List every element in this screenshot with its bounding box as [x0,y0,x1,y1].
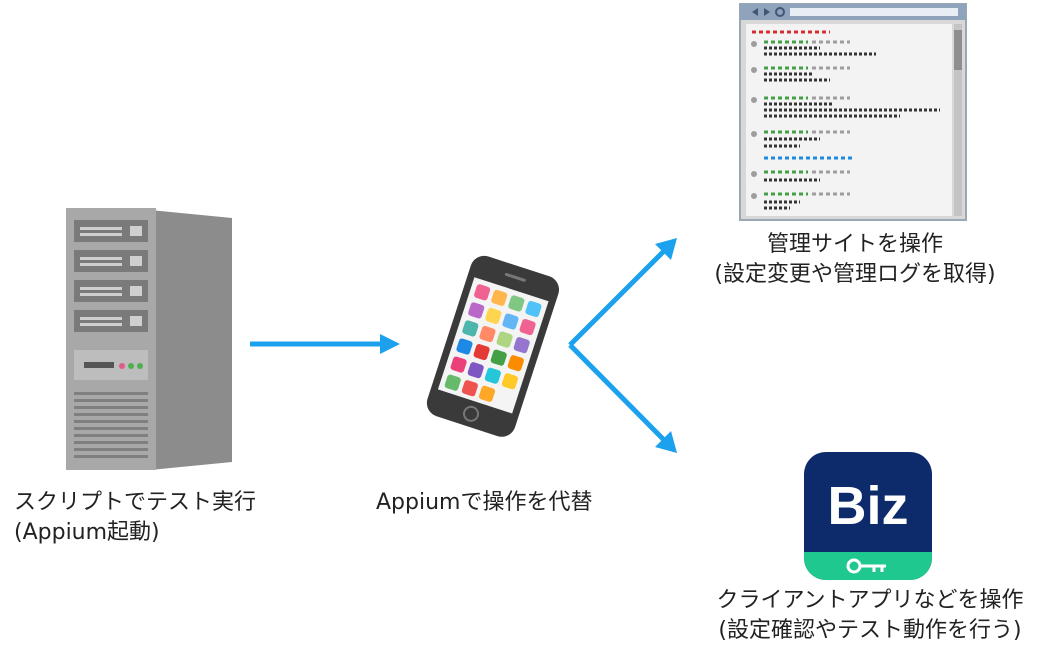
client-app-caption-line2: (設定確認やテスト動作を行う) [718,618,1022,643]
script-caption-line1: スクリプトでテスト実行 [14,490,257,515]
key-icon [846,558,886,574]
admin-site-caption-line1: 管理サイトを操作 [766,232,943,257]
biz-icon-label: Biz [828,476,909,536]
admin-site-caption: 管理サイトを操作 (設定変更や管理ログを取得) [700,230,1010,290]
client-app-caption: クライアントアプリなどを操作 (設定確認やテスト動作を行う) [700,586,1040,646]
client-app-caption-line1: クライアントアプリなどを操作 [716,588,1024,613]
admin-site-caption-line2: (設定変更や管理ログを取得) [714,262,996,287]
appium-caption: Appiumで操作を代替 [376,488,592,518]
appium-caption-line1: Appiumで操作を代替 [376,490,593,515]
script-caption: スクリプトでテスト実行 (Appium起動) [14,488,256,548]
script-caption-line2: (Appium起動) [14,520,160,545]
